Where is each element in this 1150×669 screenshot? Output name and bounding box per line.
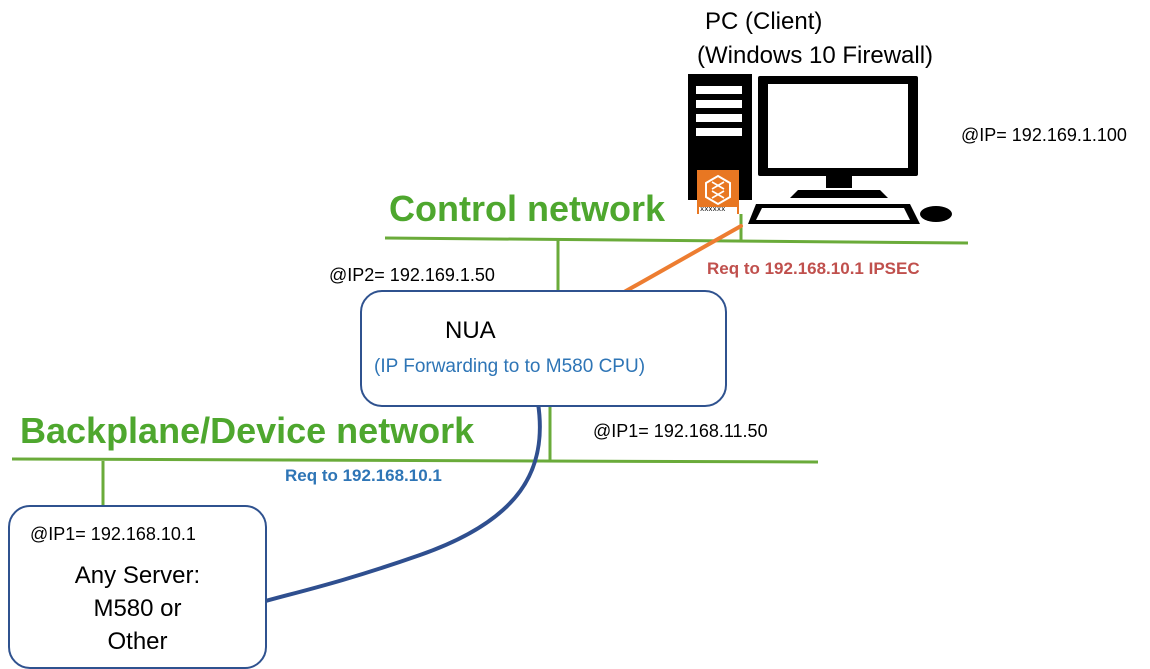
nua-subtitle: (IP Forwarding to to M580 CPU): [374, 356, 646, 377]
nua-title: NUA: [445, 317, 496, 344]
forward-request-label: Req to 192.168.10.1: [285, 466, 442, 485]
backplane-network-line: [11, 457, 819, 464]
nua-ip2-label: @IP2= 192.169.1.50: [329, 265, 495, 285]
server-description: Any Server: M580 or Other: [10, 559, 265, 658]
server-ip-label: @IP1= 192.168.10.1: [30, 524, 196, 544]
nua-ip1-label: @IP1= 192.168.11.50: [593, 421, 768, 441]
pc-title-line2: (Windows 10 Firewall): [697, 42, 934, 69]
server-box: @IP1= 192.168.10.1 Any Server: M580 or O…: [8, 505, 267, 669]
control-network-line: [384, 236, 969, 245]
server-line1: Any Server:: [74, 562, 201, 589]
pc-title-line1: PC (Client): [705, 8, 823, 35]
pc-ip-label: @IP= 192.169.1.100: [961, 125, 1127, 145]
forward-request-arrow: [230, 401, 542, 613]
server-line2: M580 or: [93, 595, 182, 622]
badge-text: xxxxxx: [700, 205, 726, 213]
control-network-label: Control network: [389, 188, 665, 229]
ipsec-request-label: Req to 192.168.10.1 IPSEC: [707, 259, 920, 278]
server-line3: Other: [107, 628, 168, 655]
orange-cube-logo-icon: xxxxxx: [697, 170, 739, 214]
nua-box: NUA (IP Forwarding to to M580 CPU): [360, 290, 727, 407]
backplane-network-label: Backplane/Device network: [20, 410, 475, 451]
